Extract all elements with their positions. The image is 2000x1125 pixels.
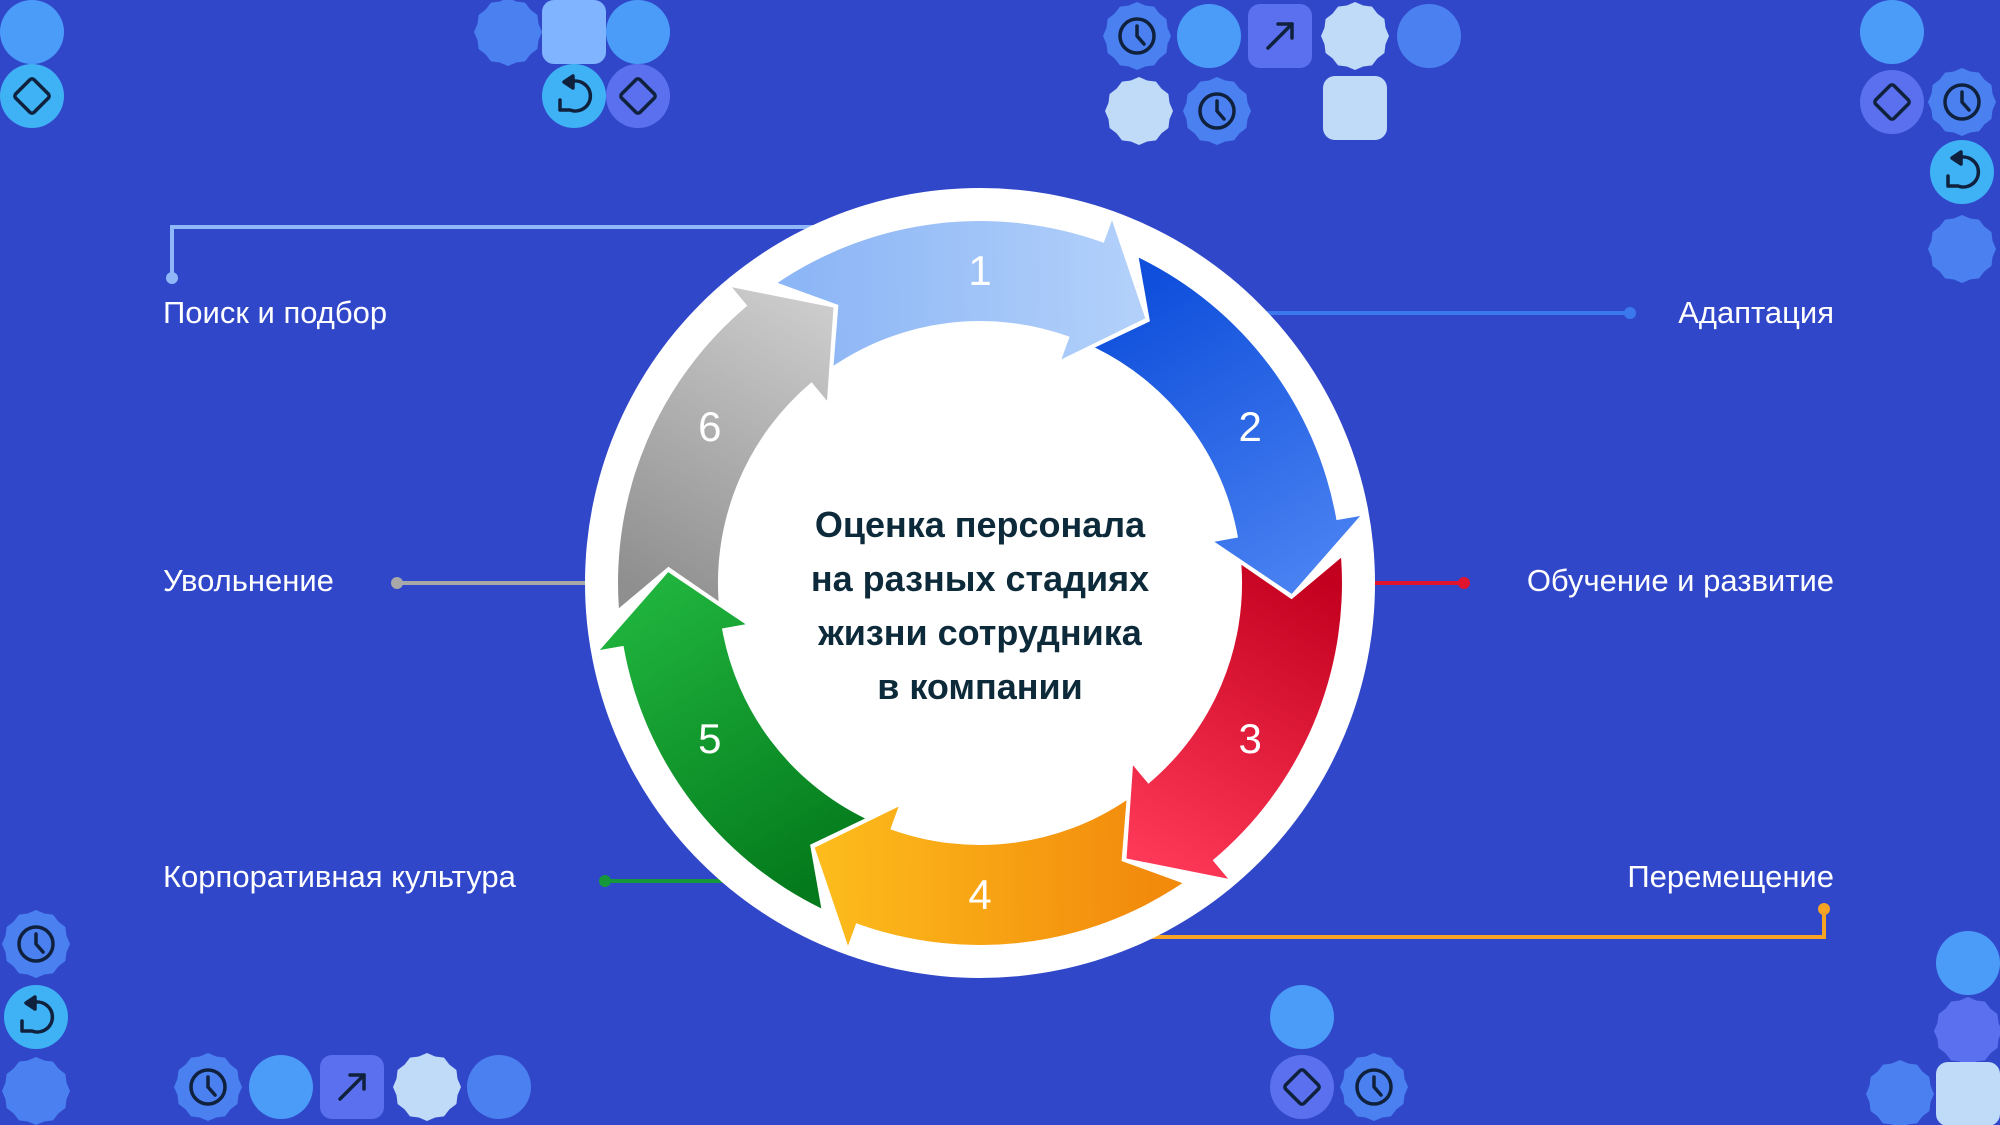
undo-icon — [20, 995, 55, 1034]
decorative-tile — [0, 0, 64, 64]
title-line: в компании — [877, 666, 1083, 707]
clock-icon — [1118, 17, 1156, 55]
stage-arrow-2 — [1094, 257, 1361, 594]
decorative-tile — [1934, 997, 2000, 1065]
decorative-tile — [606, 0, 670, 64]
diamond-tile — [606, 64, 670, 128]
stage-number: 2 — [1239, 403, 1262, 450]
diamond-icon — [1873, 83, 1911, 121]
clock-tile — [1928, 68, 1996, 136]
undo-tile — [1930, 140, 1994, 204]
undo-icon — [558, 74, 593, 113]
title-line: жизни сотрудника — [818, 612, 1142, 653]
decorative-tile — [1105, 77, 1173, 145]
stage-label-training: Обучение и развитие — [1526, 563, 1834, 598]
title-line: Оценка персонала — [814, 504, 1146, 545]
decorative-tile — [1177, 4, 1241, 68]
connector-dot — [1458, 577, 1470, 589]
stage-number: 1 — [968, 247, 991, 294]
connector-dot — [166, 272, 178, 284]
decorative-tile — [393, 1053, 461, 1121]
clock-tile — [1103, 2, 1171, 70]
arrow-tile — [320, 1055, 384, 1119]
decorative-tile — [1323, 76, 1387, 140]
clock-icon — [189, 1068, 227, 1106]
stage-label-dismissal: Увольнение — [163, 563, 334, 598]
clock-icon — [1355, 1068, 1393, 1106]
decorative-tile — [467, 1055, 531, 1119]
undo-tile — [4, 985, 68, 1049]
clock-tile — [1183, 77, 1251, 145]
clock-tile — [174, 1053, 242, 1121]
diamond-tile — [0, 64, 64, 128]
decorative-tile — [542, 0, 606, 64]
stage-number: 4 — [968, 871, 991, 918]
diamond-tile — [1860, 70, 1924, 134]
decorative-tile — [1866, 1060, 1934, 1125]
connector-dot — [599, 875, 611, 887]
connector-dot — [391, 577, 403, 589]
stage-number: 3 — [1239, 715, 1262, 762]
diamond-icon — [1283, 1068, 1321, 1106]
stage-arrow-6 — [618, 287, 834, 609]
decorative-tile — [1270, 985, 1334, 1049]
stage-number: 6 — [698, 403, 721, 450]
decorative-tile — [249, 1055, 313, 1119]
stage-arrow-1 — [777, 220, 1146, 366]
decorative-tile — [1936, 1062, 2000, 1125]
arrow-icon — [338, 1073, 366, 1101]
stage-arrow-3 — [1126, 557, 1342, 879]
center-title: Оценка персонала на разных стадиях жизни… — [760, 498, 1200, 714]
decorative-tile — [1936, 931, 2000, 995]
clock-tile — [2, 910, 70, 978]
connector-dot — [1818, 903, 1830, 915]
arrow-tile — [1248, 4, 1312, 68]
diamond-icon — [13, 77, 51, 115]
stage-number: 5 — [698, 715, 721, 762]
clock-icon — [17, 925, 55, 963]
stage-label-adaptation: Адаптация — [1678, 295, 1834, 330]
undo-icon — [1946, 150, 1981, 189]
title-line: на разных стадиях — [810, 558, 1150, 599]
undo-tile — [542, 64, 606, 128]
stage-label-transfer: Перемещение — [1627, 859, 1834, 894]
decorative-tile — [1860, 0, 1924, 64]
arrow-icon — [1266, 22, 1294, 50]
diamond-tile — [1270, 1055, 1334, 1119]
decorative-tile — [1928, 215, 1996, 283]
decorative-tile — [1397, 4, 1461, 68]
diamond-icon — [619, 77, 657, 115]
clock-tile — [1340, 1053, 1408, 1121]
connector-dot — [1624, 307, 1636, 319]
stage-arrow-4 — [814, 800, 1183, 946]
connector-recruitment — [166, 225, 920, 284]
stage-label-recruitment: Поиск и подбор — [163, 295, 388, 330]
decorative-tile — [2, 1057, 70, 1125]
decorative-tile — [474, 0, 542, 66]
connector-adaptation — [1225, 307, 1636, 319]
stage-arrow-5 — [599, 572, 866, 909]
stage-label-culture: Корпоративная культура — [163, 859, 516, 894]
connector-transfer — [1085, 903, 1830, 939]
clock-icon — [1198, 92, 1236, 130]
decorative-tile — [1321, 2, 1389, 70]
clock-icon — [1943, 83, 1981, 121]
